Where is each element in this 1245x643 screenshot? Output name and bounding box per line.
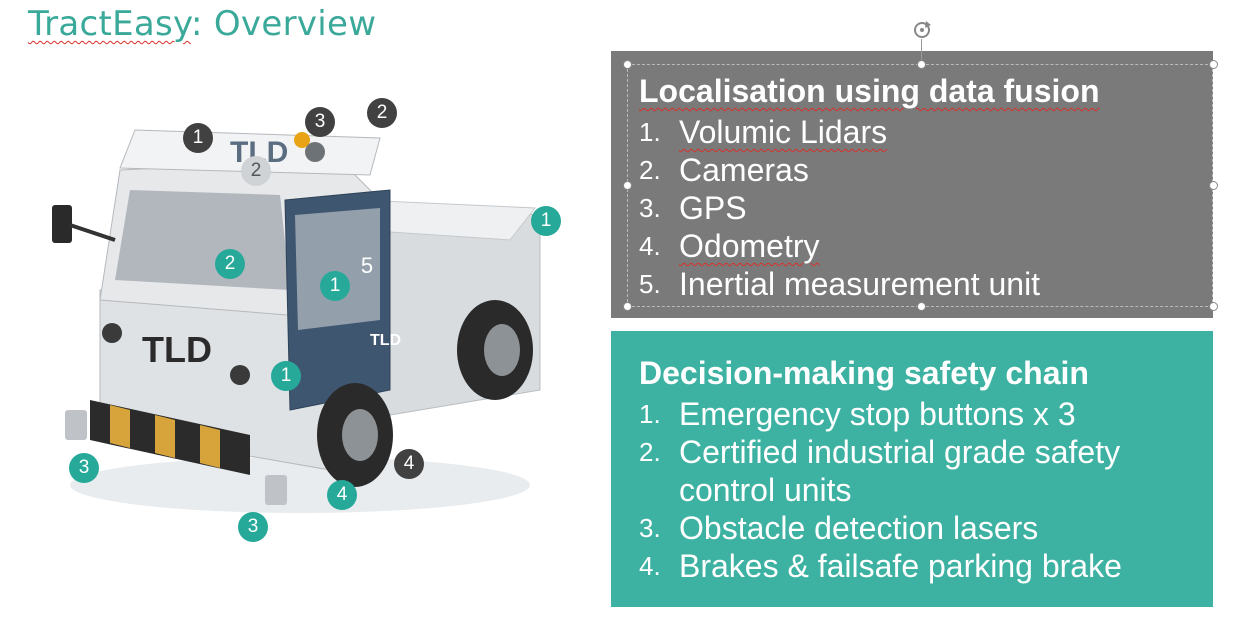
list-item: 1. Emergency stop buttons x 3 [639, 395, 1213, 433]
list-item: 1. Volumic Lidars [639, 113, 1213, 151]
marker-imu-5: 5 [360, 253, 374, 278]
list-label: Odometry [679, 228, 820, 264]
resize-handle-top[interactable] [917, 60, 926, 69]
list-item: 4. Brakes & failsafe parking brake [639, 547, 1213, 585]
list-number: 3. [639, 513, 661, 543]
resize-handle-right[interactable] [1209, 181, 1218, 190]
slide-title-app: TractEasy [28, 4, 191, 44]
list-number: 3. [639, 193, 661, 223]
list-number: 4. [639, 231, 661, 261]
list-number: 1. [639, 117, 661, 147]
marker-safety-unit-2: 2 [215, 249, 245, 279]
marker-gps-3: 3 [305, 107, 335, 137]
slide-title-rest: : Overview [191, 4, 377, 44]
resize-handle-left[interactable] [623, 181, 632, 190]
resize-handle-bottom-right[interactable] [1209, 302, 1218, 311]
list-label: Cameras [679, 152, 809, 188]
list-label: Emergency stop buttons x 3 [679, 396, 1076, 432]
resize-handle-bottom[interactable] [917, 302, 926, 311]
list-number: 5. [639, 269, 661, 299]
list-label: Obstacle detection lasers [679, 510, 1039, 546]
list-label: Brakes & failsafe parking brake [679, 548, 1122, 584]
marker-estop-1b: 1 [320, 271, 350, 301]
marker-camera-roof-2: 2 [241, 156, 271, 186]
list-label: GPS [679, 190, 747, 226]
list-item: 5. Inertial measurement unit [639, 265, 1213, 303]
localisation-textbox[interactable]: Localisation using data fusion 1. Volumic… [611, 51, 1213, 318]
list-item: 3. Obstacle detection lasers [639, 509, 1213, 547]
safety-list: 1. Emergency stop buttons x 3 2. Certified… [639, 395, 1213, 585]
resize-handle-top-right[interactable] [1209, 60, 1218, 69]
list-item: 2. Cameras [639, 151, 1213, 189]
safety-heading: Decision-making safety chain [639, 355, 1089, 391]
localisation-heading-text: Localisation using data fusion [639, 73, 1100, 109]
list-item: 2. Certified industrial grade safety cont… [639, 433, 1199, 509]
safety-textbox[interactable]: Decision-making safety chain 1. Emergency… [611, 331, 1213, 607]
localisation-heading: Localisation using data fusion [639, 73, 1213, 109]
vehicle-image: TLD TLD TLD [52, 129, 541, 513]
marker-laser-3: 3 [69, 453, 99, 483]
resize-handle-bottom-left[interactable] [623, 302, 632, 311]
rotate-icon[interactable] [911, 19, 933, 41]
localisation-list: 1. Volumic Lidars 2. Cameras 3. GPS 4. Odome… [639, 113, 1213, 303]
list-number: 2. [639, 437, 661, 467]
marker-brakes-4: 4 [327, 480, 357, 510]
marker-lidar-1: 1 [183, 123, 213, 153]
list-number: 4. [639, 551, 661, 581]
list-label: Certified industrial grade safety contro… [679, 434, 1121, 508]
rotation-handle-line [921, 39, 922, 64]
resize-handle-top-left[interactable] [623, 60, 632, 69]
slide-title: TractEasy: Overview [28, 4, 376, 44]
list-number: 2. [639, 155, 661, 185]
marker-odometry-4: 4 [394, 449, 424, 479]
vehicle-logo: TLD [142, 329, 212, 370]
list-item: 3. GPS [639, 189, 1213, 227]
door-logo: TLD [370, 332, 401, 349]
marker-laser-3b: 3 [238, 512, 268, 542]
list-item: 4. Odometry [639, 227, 1213, 265]
list-label: Volumic Lidars [679, 114, 888, 150]
list-number: 1. [639, 399, 661, 429]
marker-estop-1: 1 [531, 206, 561, 236]
marker-estop-1c: 1 [271, 361, 301, 391]
marker-camera-2: 2 [367, 98, 397, 128]
list-label: Inertial measurement unit [679, 266, 1041, 302]
